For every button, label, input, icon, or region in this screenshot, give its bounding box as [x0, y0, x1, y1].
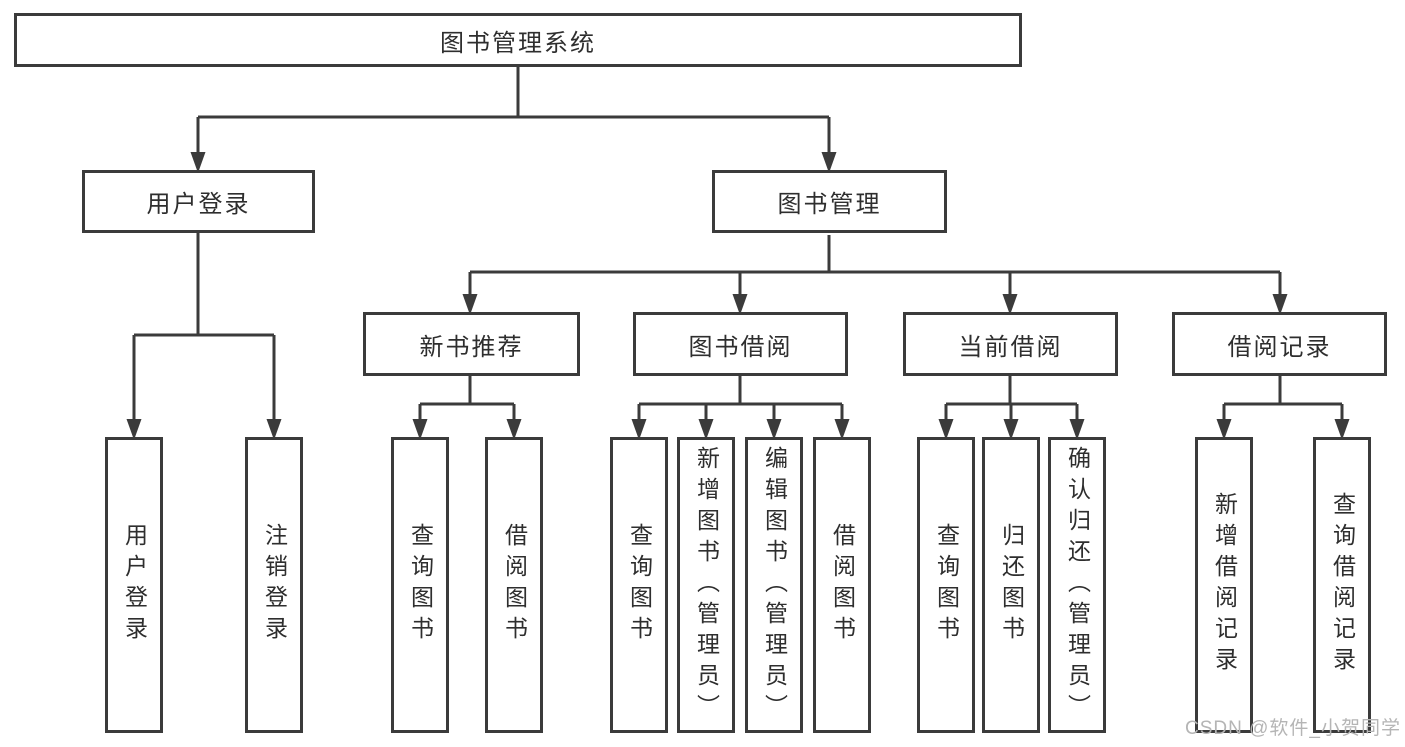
connector-new-book-recommend-to-leaves [412, 376, 522, 440]
connector-user-login-to-leaves [126, 233, 282, 440]
connector-current-borrowing-to-leaves [938, 376, 1085, 440]
leaf-confirm-return-admin: 确认归还（管理员） [1048, 437, 1106, 733]
connector-borrow-records-to-leaves [1216, 376, 1350, 440]
leaf-edit-books-admin: 编辑图书（管理员） [745, 437, 803, 733]
leaf-query-borrow-record: 查询借阅记录 [1313, 437, 1371, 733]
node-borrow-records: 借阅记录 [1172, 312, 1387, 376]
node-current-borrowing: 当前借阅 [903, 312, 1118, 376]
leaf-add-borrow-record: 新增借阅记录 [1195, 437, 1253, 733]
node-user-login: 用户登录 [82, 170, 315, 233]
leaf-query-books-borrowing: 查询图书 [610, 437, 668, 733]
node-book-management: 图书管理 [712, 170, 947, 233]
leaf-query-books-recommend: 查询图书 [391, 437, 449, 733]
connector-book-borrowing-to-leaves [631, 376, 850, 440]
leaf-query-books-current: 查询图书 [917, 437, 975, 733]
leaf-return-books: 归还图书 [982, 437, 1040, 733]
connector-book-management-to-level3 [462, 235, 1288, 315]
node-root: 图书管理系统 [14, 13, 1022, 67]
leaf-logout: 注销登录 [245, 437, 303, 733]
connector-root-to-level2 [190, 67, 837, 173]
leaf-user-login: 用户登录 [105, 437, 163, 733]
node-new-book-recommend: 新书推荐 [363, 312, 580, 376]
csdn-watermark: CSDN @软件_小贺同学 [1185, 718, 1401, 739]
node-book-borrowing: 图书借阅 [633, 312, 848, 376]
leaf-borrow-books-recommend: 借阅图书 [485, 437, 543, 733]
leaf-borrow-books-borrowing: 借阅图书 [813, 437, 871, 733]
leaf-add-books-admin: 新增图书（管理员） [677, 437, 735, 733]
